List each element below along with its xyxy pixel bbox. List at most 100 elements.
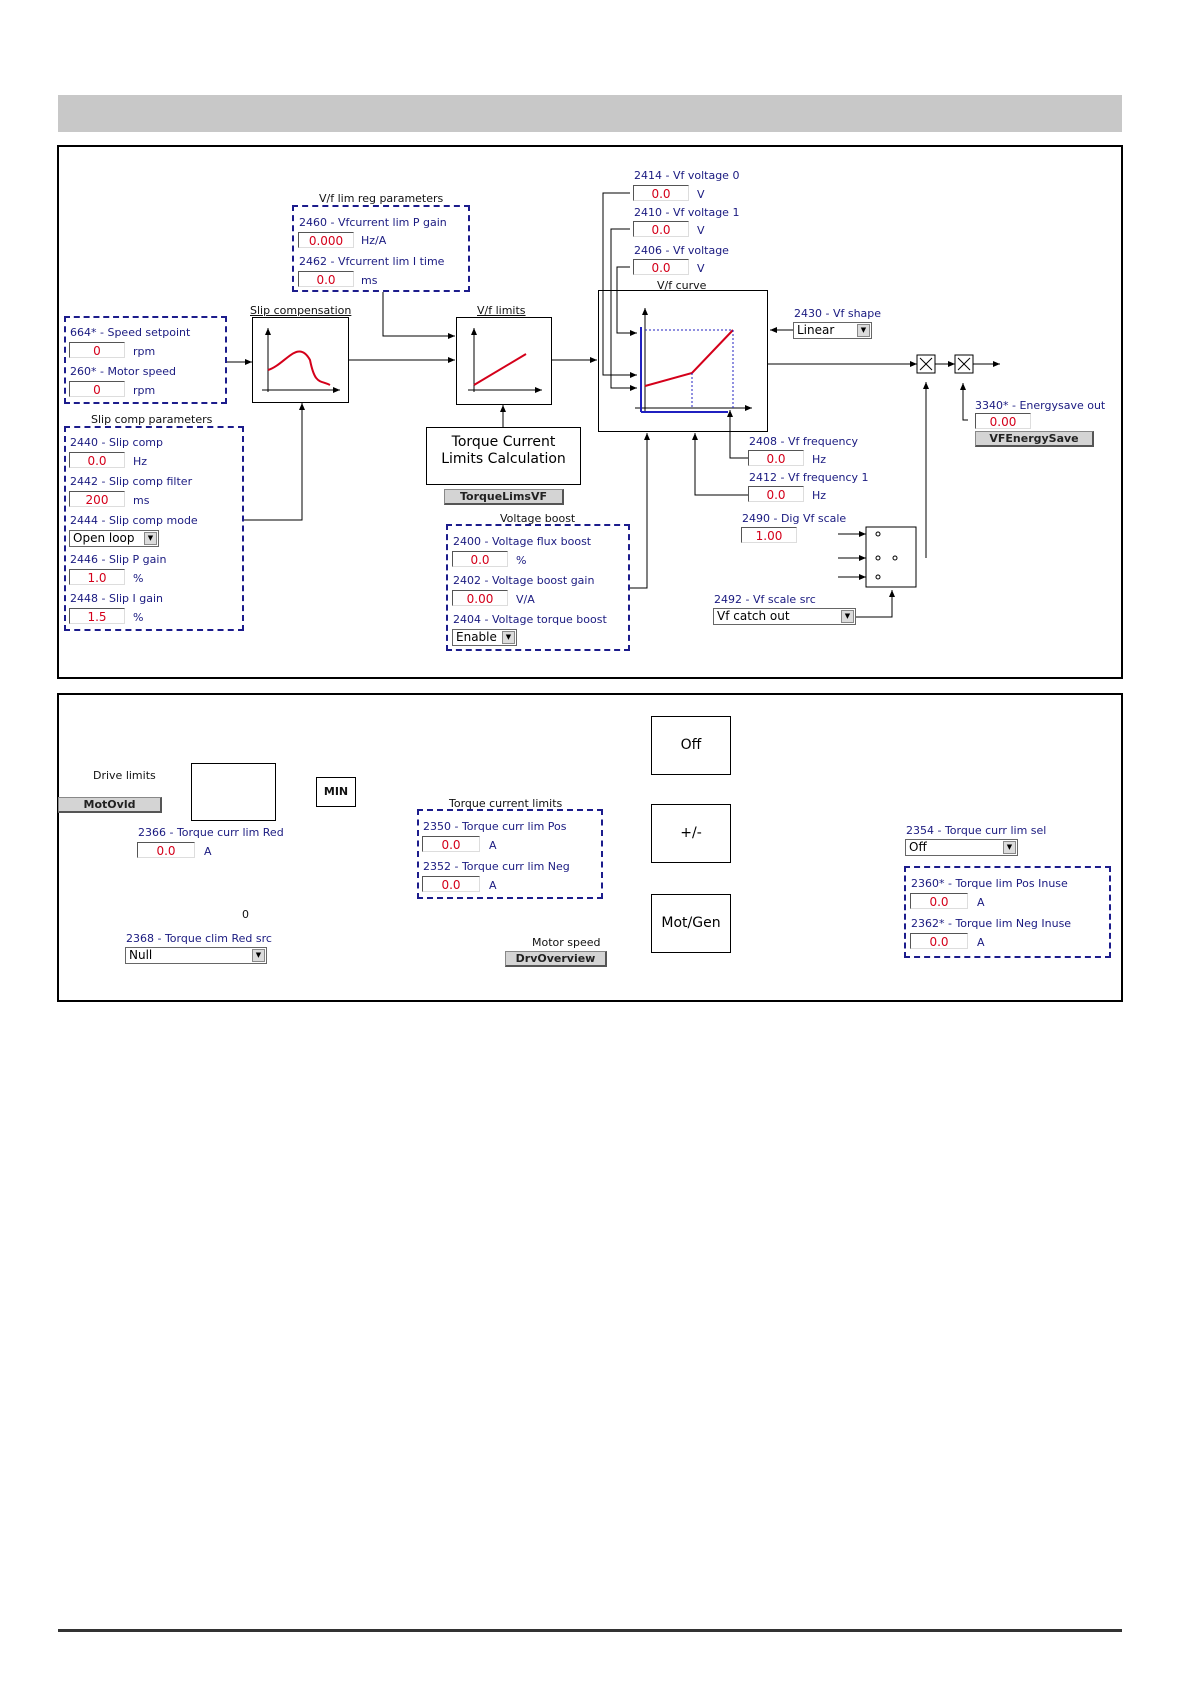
p2362-value: 0.0 [910,933,968,949]
p2362-unit: A [977,936,985,949]
p2352-unit: A [489,879,497,892]
p2352-value[interactable]: 0.0 [422,876,480,892]
chevron-down-icon[interactable]: ▼ [1003,841,1016,854]
p2408-unit: Hz [812,453,827,466]
p260-unit: rpm [133,384,156,397]
vf-scale-src-select[interactable]: Vf catch out ▼ [713,608,856,625]
torque-lim-inuse-group [904,866,1111,958]
torque-clim-red-src-select[interactable]: Null ▼ [125,947,267,964]
p2412-value[interactable]: 0.0 [748,486,804,502]
mode-plusminus-label: +/- [680,825,702,841]
chevron-down-icon[interactable]: ▼ [841,610,854,623]
p2350-value[interactable]: 0.0 [422,836,480,852]
vf-scale-src-value: Vf catch out [717,609,790,623]
p2460-value[interactable]: 0.000 [298,232,354,248]
motor-speed-label: Motor speed [532,936,601,949]
drive-limits-label: Drive limits [93,769,156,782]
p2354-label: 2354 - Torque curr lim sel [906,824,1047,837]
p2402-value[interactable]: 0.00 [452,590,508,606]
mode-plusminus-block: +/- [651,804,731,863]
torque-current-limits-calc-block: Torque Current Limits Calculation [426,427,581,485]
torque-current-limits-group [417,809,603,899]
drv-overview-button[interactable]: DrvOverview [505,951,607,967]
p2366-label: 2366 - Torque curr lim Red [138,826,284,839]
mode-off-block: Off [651,716,731,775]
voltage-boost-title: Voltage boost [500,512,576,525]
torque-clim-red-src-value: Null [129,948,153,962]
vf-limits-block [456,317,552,405]
p2400-value[interactable]: 0.0 [452,551,508,567]
p2412-label: 2412 - Vf frequency 1 [749,471,869,484]
p2446-value[interactable]: 1.0 [69,569,125,585]
p2462-unit: ms [361,274,378,287]
p2350-label: 2350 - Torque curr lim Pos [423,820,567,833]
chevron-down-icon[interactable]: ▼ [144,532,157,545]
setpoint-group [64,316,227,404]
vf-curve-block [598,290,768,432]
p2430-label: 2430 - Vf shape [794,307,882,320]
p664-unit: rpm [133,345,156,358]
p2414-value[interactable]: 0.0 [633,185,689,201]
slip-compensation-block [252,317,349,403]
mode-motgen-label: Mot/Gen [661,915,721,931]
vf-limits-title: V/f limits [477,304,526,317]
mode-off-label: Off [680,737,702,753]
p2448-label: 2448 - Slip I gain [70,592,164,605]
footer-rule [58,1629,1122,1632]
p2402-label: 2402 - Voltage boost gain [453,574,595,587]
voltage-torque-boost-value: Enable [456,630,497,644]
voltage-boost-group [446,524,630,651]
p260-value: 0 [69,381,125,397]
chevron-down-icon[interactable]: ▼ [252,949,265,962]
p2442-unit: ms [133,494,150,507]
drive-limits-block [191,763,276,821]
p3340-label: 3340* - Energysave out [975,399,1106,412]
torque-lims-vf-button[interactable]: TorqueLimsVF [444,489,564,505]
p2350-unit: A [489,839,497,852]
slip-comp-params-title: Slip comp parameters [91,413,213,426]
p2442-value[interactable]: 200 [69,491,125,507]
p2442-label: 2442 - Slip comp filter [70,475,193,488]
p2366-value[interactable]: 0.0 [137,842,195,858]
voltage-torque-boost-select[interactable]: Enable ▼ [452,629,517,646]
torque-calc-line1: Torque Current [451,434,556,450]
p2406-unit: V [697,262,705,275]
p2360-unit: A [977,896,985,909]
vf-energy-save-button[interactable]: VFEnergySave [975,431,1094,447]
p2490-value[interactable]: 1.00 [741,527,797,543]
p260-label: 260* - Motor speed [70,365,176,378]
slip-comp-mode-value: Open loop [73,531,135,545]
p2490-label: 2490 - Dig Vf scale [742,512,847,525]
torque-curr-lim-sel-select[interactable]: Off▼ [905,839,1018,856]
slip-comp-mode-select[interactable]: Open loop ▼ [69,530,159,547]
p2492-label: 2492 - Vf scale src [714,593,816,606]
p3340-value: 0.00 [975,413,1031,429]
p2448-value[interactable]: 1.5 [69,608,125,624]
motovld-button[interactable]: MotOvld [58,797,162,813]
p2446-label: 2446 - Slip P gain [70,553,167,566]
p2408-value[interactable]: 0.0 [748,450,804,466]
p2412-unit: Hz [812,489,827,502]
p2360-value: 0.0 [910,893,968,909]
p2402-unit: V/A [516,593,535,606]
p2460-label: 2460 - Vfcurrent lim P gain [299,216,447,229]
p664-value: 0 [69,342,125,358]
p2440-label: 2440 - Slip comp [70,436,164,449]
p2462-label: 2462 - Vfcurrent lim I time [299,255,445,268]
p2440-value[interactable]: 0.0 [69,452,125,468]
p664-label: 664* - Speed setpoint [70,326,191,339]
p2352-label: 2352 - Torque curr lim Neg [423,860,570,873]
min-label: MIN [323,785,349,798]
vf-shape-select[interactable]: Linear▼ [793,322,872,339]
p2400-label: 2400 - Voltage flux boost [453,535,592,548]
chevron-down-icon[interactable]: ▼ [857,324,870,337]
chevron-down-icon[interactable]: ▼ [502,631,515,644]
p2460-unit: Hz/A [361,234,387,247]
p2406-value[interactable]: 0.0 [633,259,689,275]
slip-comp-params-group [64,426,244,631]
p2410-value[interactable]: 0.0 [633,221,689,237]
p2410-unit: V [697,224,705,237]
p2462-value[interactable]: 0.0 [298,271,354,287]
p2366-unit: A [204,845,212,858]
mode-motgen-block: Mot/Gen [651,894,731,953]
